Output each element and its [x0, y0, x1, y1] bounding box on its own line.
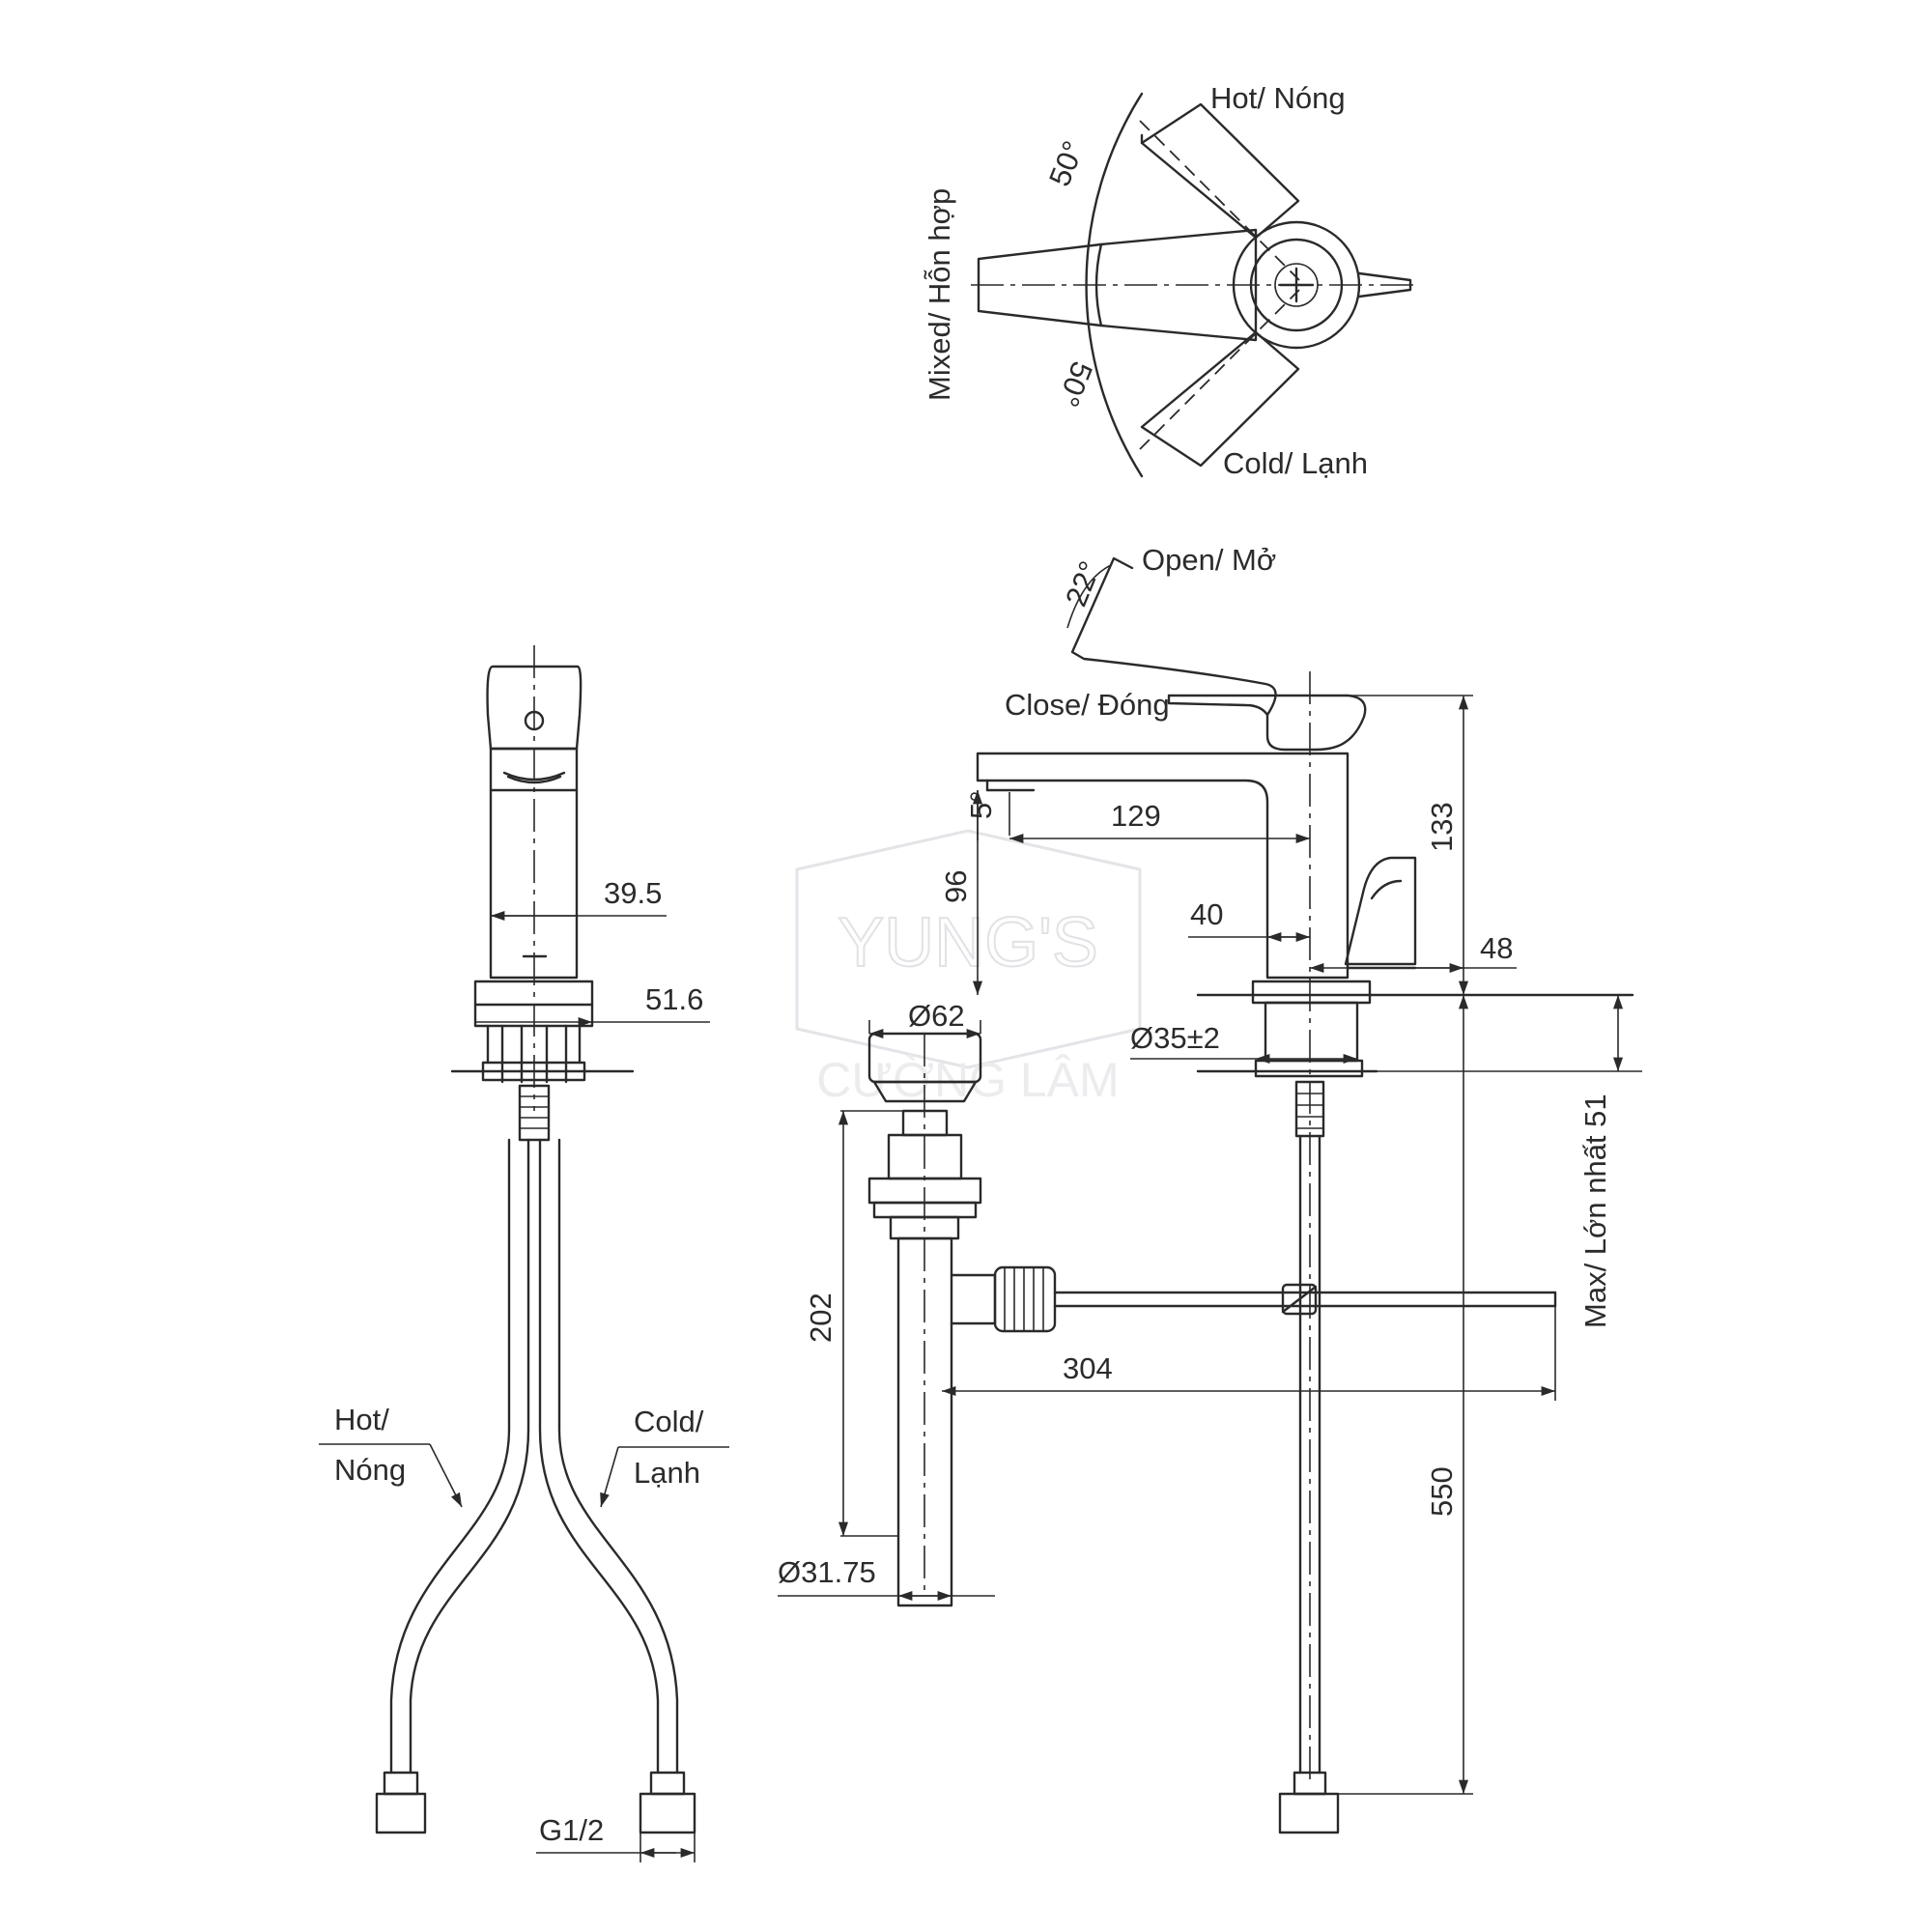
dim-rod-length: 304	[1063, 1351, 1113, 1385]
side-base	[1251, 980, 1372, 1005]
label-angle-spout: 5°	[964, 790, 998, 819]
dim-base-width: 51.6	[645, 982, 703, 1016]
front-hose-hot	[389, 1138, 511, 1775]
popup-waste	[867, 1032, 1557, 1607]
dim-handle-offset: 40	[1190, 897, 1223, 931]
label-angle-top: 50°	[1042, 136, 1091, 191]
label-front-cold-2: Lạnh	[634, 1456, 700, 1490]
watermark-brand: YUNG'S	[838, 904, 1098, 981]
dim-total-height: 133	[1425, 802, 1459, 852]
dim-mount-hole: Ø35±2	[1130, 1021, 1220, 1055]
label-front-cold-1: Cold/	[634, 1405, 704, 1438]
front-view: 39.5 51.6 Hot/ Nóng Cold/ Lạnh G1/2	[319, 645, 729, 1862]
handle-body-round	[1232, 220, 1361, 350]
spout	[976, 752, 1350, 980]
dim-handle-depth: 48	[1480, 931, 1513, 965]
lever-cold	[1140, 330, 1300, 468]
label-mixed: Mixed/ Hỗn hợp	[923, 188, 956, 401]
label-open: Open/ Mở	[1142, 543, 1276, 577]
label-cold: Cold/ Lạnh	[1223, 446, 1368, 480]
dim-waste-pipe: Ø31.75	[778, 1555, 876, 1589]
label-front-hot-2: Nóng	[334, 1453, 406, 1487]
label-angle-open: 22°	[1059, 556, 1107, 611]
dim-spout-height: 96	[939, 870, 973, 903]
plan-view: Hot/ Nóng Cold/ Lạnh Mixed/ Hỗn hợp 50° …	[923, 81, 1420, 480]
lever-closed	[1167, 694, 1367, 752]
dim-deck-max: Max/ Lớn nhất 51	[1578, 1094, 1612, 1328]
front-body	[489, 747, 579, 980]
watermark-hexagon	[795, 829, 1142, 1069]
dim-hose-length: 550	[1425, 1466, 1459, 1517]
label-angle-bottom: 50°	[1051, 356, 1099, 412]
dim-waste-length: 202	[804, 1293, 838, 1343]
lever-hot	[1140, 102, 1300, 240]
lever-open	[1070, 556, 1277, 717]
label-front-hot-1: Hot/	[334, 1403, 389, 1436]
watermark-sub: CƯỜNG LÂM	[816, 1053, 1119, 1107]
label-close: Close/ Đóng	[1005, 688, 1170, 722]
front-hose-cold	[538, 1138, 660, 1775]
dim-waste-cap: Ø62	[908, 999, 965, 1033]
dim-body-width: 39.5	[604, 876, 662, 910]
watermark: YUNG'S CƯỜNG LÂM	[795, 829, 1142, 1107]
side-view: 5° 129 96 133 40 48 Ø62 Ø35±2 Max/ Lớn n…	[778, 543, 1642, 1834]
label-hot: Hot/ Nóng	[1210, 81, 1346, 115]
dim-spout-reach: 129	[1111, 799, 1161, 833]
dim-thread: G1/2	[539, 1813, 604, 1847]
